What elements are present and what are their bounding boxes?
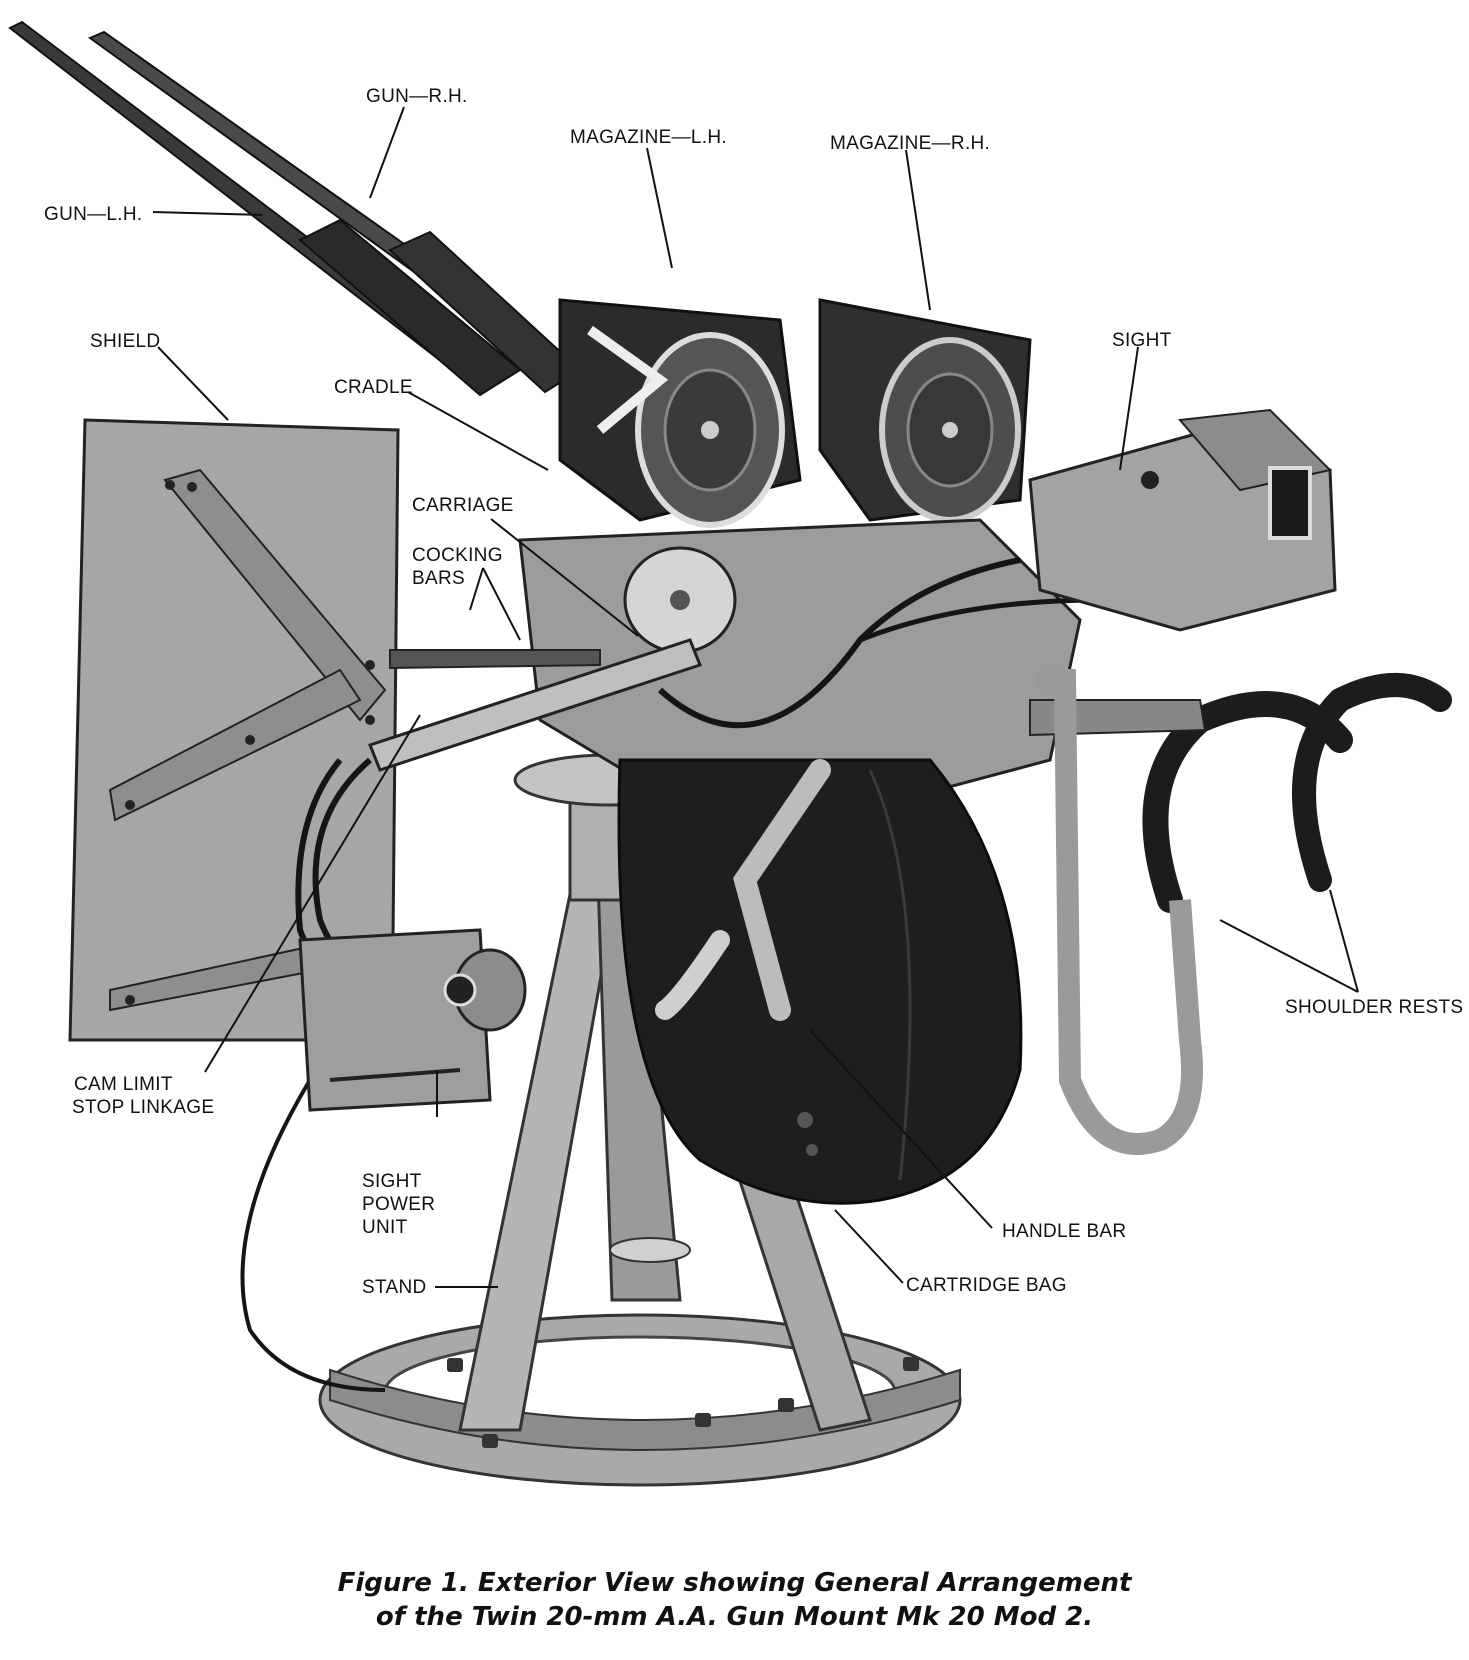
leader-lines (152, 106, 1359, 1288)
label-sight-power-line1: SIGHT (362, 1171, 422, 1192)
sight (1028, 408, 1337, 632)
label-cam-limit-line2: STOP LINKAGE (72, 1097, 215, 1118)
label-cradle: CRADLE (334, 377, 413, 398)
strap (1035, 669, 1203, 1155)
cartridge-bag (617, 758, 1023, 1205)
gun-barrels (8, 20, 582, 397)
label-cam-limit-line1: CAM LIMIT (74, 1074, 173, 1095)
caption-line-1: Figure 1. Exterior View showing General … (337, 1568, 1132, 1598)
label-sight: SIGHT (1112, 330, 1172, 351)
label-magazine-rh: MAGAZINE—R.H. (830, 133, 991, 154)
label-handle-bar: HANDLE BAR (1002, 1221, 1127, 1242)
label-cartridge-bag: CARTRIDGE BAG (906, 1275, 1067, 1296)
handle-bar (655, 759, 831, 1021)
label-shield: SHIELD (90, 331, 161, 352)
label-gun-lh: GUN—L.H. (44, 204, 143, 225)
label-magazine-lh: MAGAZINE—L.H. (570, 127, 727, 148)
caption-line-2: of the Twin 20-mm A.A. Gun Mount Mk 20 M… (375, 1602, 1094, 1632)
figure-caption: Figure 1. Exterior View showing General … (0, 1566, 1469, 1634)
carriage (368, 518, 1082, 802)
label-carriage: CARRIAGE (412, 495, 514, 516)
label-shoulder-rests: SHOULDER RESTS (1285, 997, 1464, 1018)
label-stand: STAND (362, 1277, 427, 1298)
label-sight-power-line3: UNIT (362, 1217, 408, 1238)
sight-power-unit (298, 928, 527, 1112)
magazines (558, 298, 1032, 528)
label-gun-rh: GUN—R.H. (366, 86, 468, 107)
label-cocking-bars-line2: BARS (412, 568, 465, 589)
shield (68, 418, 400, 1042)
label-sight-power-line2: POWER (362, 1194, 436, 1215)
shoulder-rests (1029, 673, 1452, 913)
label-cocking-bars-line1: COCKING (412, 545, 503, 566)
